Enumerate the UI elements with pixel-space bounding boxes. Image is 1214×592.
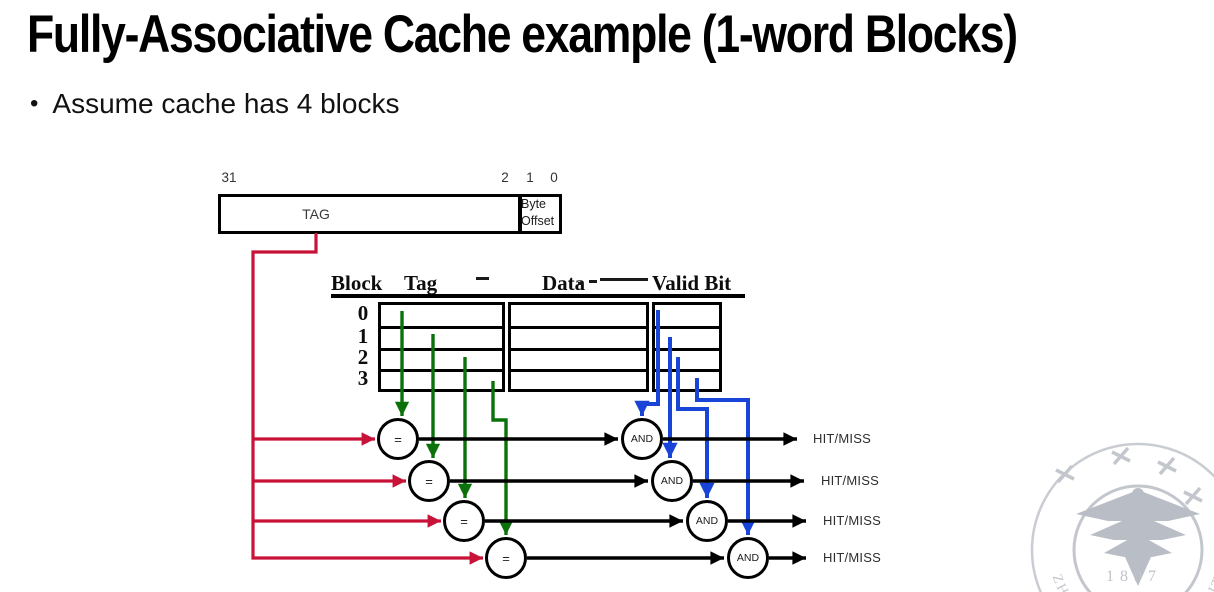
comparator-gate-1: = — [408, 460, 450, 502]
address-tag-label: TAG — [302, 206, 330, 222]
tag-wire-3 — [491, 381, 514, 535]
tag-column-box — [378, 302, 505, 392]
address-field-box — [218, 194, 562, 234]
artifact-bar — [600, 278, 648, 281]
logo-year: 1897 — [1106, 568, 1162, 585]
block-row-label-0: 0 — [357, 301, 369, 325]
bullet-item: • Assume cache has 4 blocks — [30, 88, 399, 120]
valid-wire-3 — [695, 378, 756, 535]
and-gate-1: AND — [651, 460, 693, 502]
hit-miss-label-0: HIT/MISS — [813, 431, 871, 446]
block-row-label-3: 3 — [357, 366, 369, 390]
header-underline — [331, 294, 745, 298]
artifact-dot2 — [589, 280, 597, 283]
hit-miss-label-1: HIT/MISS — [821, 473, 879, 488]
and-gate-3: AND — [727, 537, 769, 579]
artifact-dash — [476, 277, 489, 280]
bullet-text: Assume cache has 4 blocks — [52, 88, 400, 119]
and-gate-0: AND — [621, 418, 663, 460]
comparator-gate-0: = — [377, 418, 419, 460]
table-header-tag: Tag — [404, 271, 438, 295]
bit-label-2: 2 — [501, 170, 509, 185]
logo-arc-glyphs — [1055, 446, 1203, 506]
hit-miss-label-3: HIT/MISS — [823, 550, 881, 565]
block-row-label-1: 1 — [357, 324, 369, 348]
comparator-gate-2: = — [443, 500, 485, 542]
block-row-label-2: 2 — [357, 345, 369, 369]
address-field-divider — [518, 197, 522, 231]
university-logo-watermark: 1897 ZHEJIANG UNIVERSITY — [1030, 428, 1214, 592]
comparator-gate-3: = — [485, 537, 527, 579]
eagle-icon — [1076, 488, 1200, 586]
artifact-dot — [578, 282, 583, 285]
and-gate-2: AND — [686, 500, 728, 542]
table-header-valid-bit: Valid Bit — [652, 271, 732, 295]
bit-label-1: 1 — [526, 170, 534, 185]
logo-outer-ring — [1030, 442, 1214, 592]
valid-bit-column-box — [652, 302, 722, 392]
hit-miss-label-2: HIT/MISS — [823, 513, 881, 528]
bullet-marker: • — [30, 90, 39, 117]
address-wire-trunk — [251, 233, 483, 565]
byte-offset-label: Byte Offset — [521, 197, 555, 228]
valid-wire-0 — [634, 310, 660, 416]
bit-label-0: 0 — [550, 170, 558, 185]
valid-wire-2 — [676, 357, 715, 498]
logo-inner-ring — [1072, 484, 1204, 592]
bit-label-31: 31 — [221, 170, 237, 185]
data-column-box — [508, 302, 649, 392]
table-header-data: Data — [542, 271, 586, 295]
table-header-block: Block — [331, 271, 383, 295]
page-title: Fully-Associative Cache example (1-word … — [27, 5, 1018, 64]
